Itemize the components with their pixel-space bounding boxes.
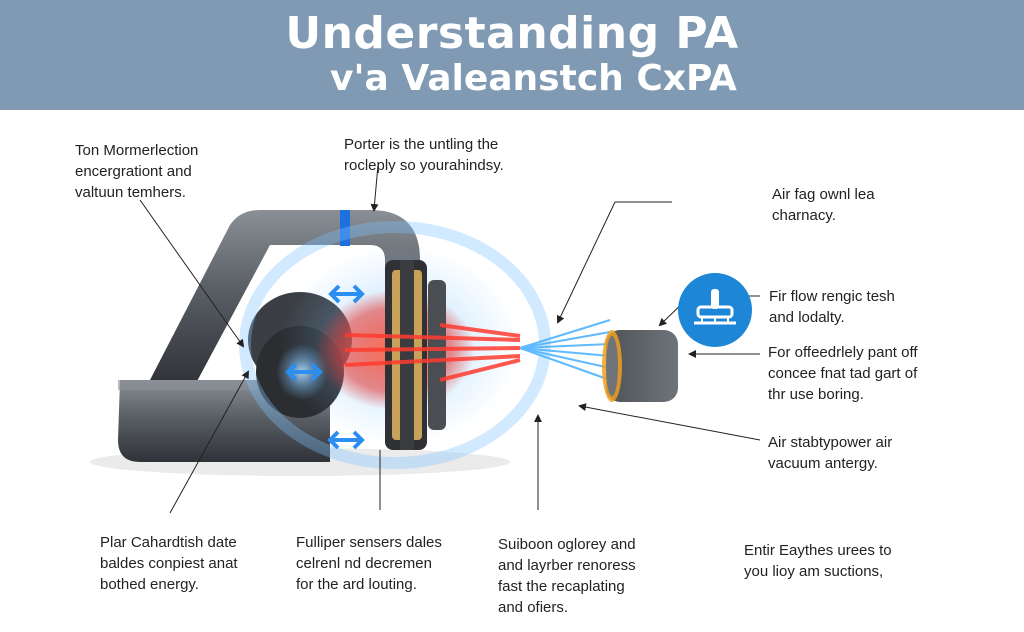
callout-line: For offeedrlely pant off [768, 344, 918, 361]
callout-line: rocleply so yourahindsy. [344, 157, 504, 174]
callout-bottom-3: Suiboon oglorey and and layrber renoress… [498, 534, 636, 618]
callout-line: Fir flow rengic tesh [769, 288, 895, 305]
impeller [385, 260, 446, 450]
diagram-area: Ton Mormerlection encergrationt and valt… [0, 110, 1024, 632]
callout-line: encergrationt and [75, 163, 192, 180]
callout-line: Ton Mormerlection [75, 142, 199, 159]
callout-right-4: Air stabtypower air vacuum antergy. [768, 432, 892, 474]
callout-line: baldes conpiest anat [100, 555, 238, 572]
double-arrow-icon [327, 430, 365, 450]
callout-line: Plar Cahardtish date [100, 534, 237, 551]
airflow-ring [239, 221, 551, 469]
callout-line: and layrber renoress [498, 557, 636, 574]
callout-line: Fulliper sensers dales [296, 534, 442, 551]
airflow-streaks [519, 319, 611, 381]
callout-line: fast the recaplating [498, 578, 625, 595]
callout-line: concee fnat tad gart of [768, 365, 918, 382]
title-line-1: Understanding PA [285, 8, 739, 59]
callout-line: vacuum antergy. [768, 455, 878, 472]
callout-line: bothed energy. [100, 576, 199, 593]
callout-top-center: Porter is the untling the rocleply so yo… [344, 134, 504, 176]
callout-line: and ofiers. [498, 599, 569, 616]
heat-streaks [344, 323, 521, 382]
callout-line: charnacy. [772, 207, 836, 224]
callout-bottom-1: Plar Cahardtish date baldes conpiest ana… [100, 532, 238, 595]
callout-top-left: Ton Mormerlection encergrationt and valt… [75, 140, 198, 203]
title-line-2: v'a Valeanstch CxPA [330, 58, 737, 99]
callout-bottom-2: Fulliper sensers dales celrenl nd decrem… [296, 532, 442, 595]
callout-right-1: Air fag ownl lea charnacy. [772, 184, 875, 226]
double-arrow-icon [285, 362, 323, 382]
vacuum-nozzle-icon [678, 273, 752, 347]
callout-line: for the ard louting. [296, 576, 417, 593]
callout-line: thr use boring. [768, 386, 864, 403]
callout-line: valtuun temhers. [75, 184, 186, 201]
vacuum-illustration [90, 164, 761, 514]
callout-line: Entir Eaythes urees to [744, 542, 892, 559]
callout-line: Porter is the untling the [344, 136, 499, 153]
callout-line: Air stabtypower air [768, 434, 893, 451]
callout-line: Suiboon oglorey and [498, 536, 636, 553]
header-banner: Understanding PA v'a Valeanstch CxPA [0, 0, 1024, 110]
callout-right-2: Fir flow rengic tesh and lodalty. [769, 286, 895, 328]
callout-right-3: For offeedrlely pant off concee fnat tad… [768, 342, 918, 405]
callout-bottom-4: Entir Eaythes urees to you lioy am sucti… [744, 540, 892, 582]
callout-line: celrenl nd decremen [296, 555, 432, 572]
callout-line: you lioy am suctions, [744, 563, 884, 580]
nozzle [602, 330, 678, 402]
vacuum-handle [150, 210, 420, 385]
double-arrow-icon [328, 284, 365, 304]
callout-line: Air fag ownl lea [772, 186, 875, 203]
callout-line: and lodalty. [769, 309, 845, 326]
